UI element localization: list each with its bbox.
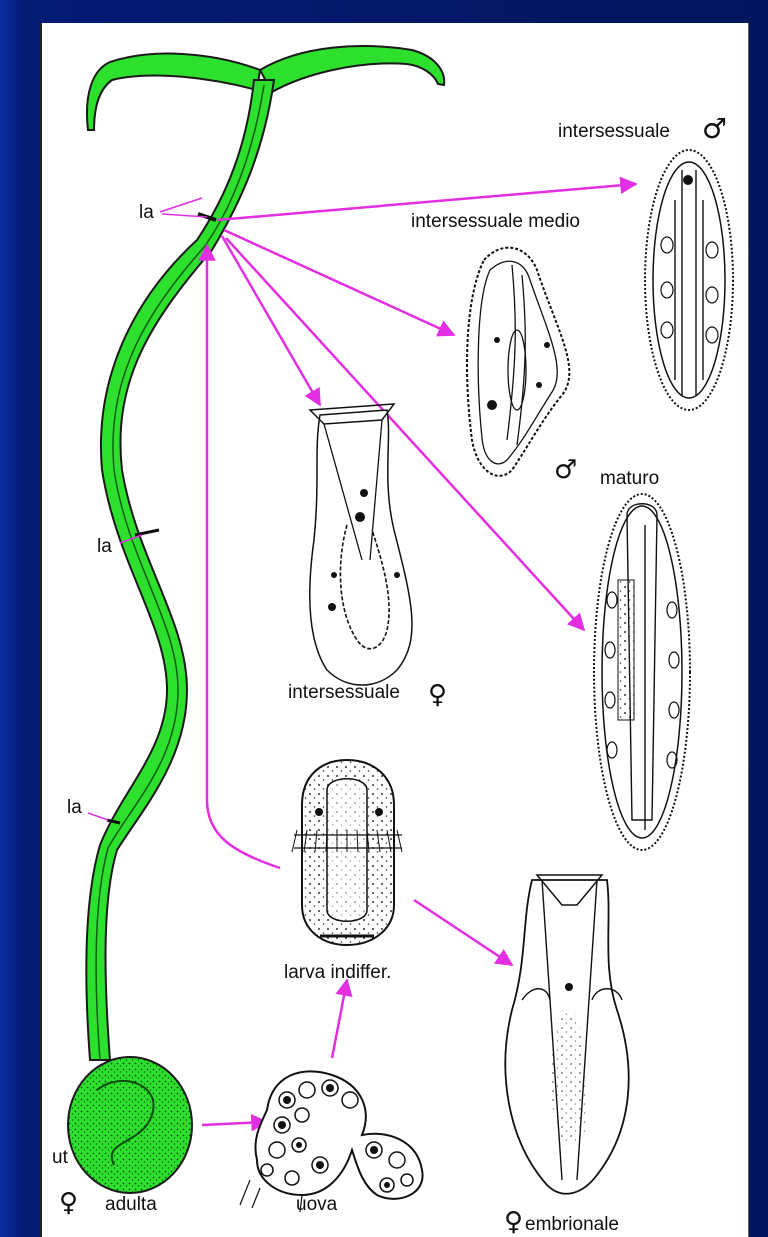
- intersex-female-larva: [310, 404, 412, 685]
- label-uova: uova: [296, 1194, 338, 1215]
- male-symbol-maturo: ♂: [554, 455, 577, 485]
- eggs-cluster: [240, 1071, 423, 1212]
- mature-male: [594, 494, 690, 850]
- label-adulta: adulta: [105, 1194, 157, 1215]
- figure-panel: la la la ut ♀ adulta uova larva indiffer…: [40, 23, 749, 1237]
- leader-la-lower: [88, 813, 108, 820]
- embryonic-female: [505, 875, 628, 1194]
- female-symbol-intersessuale: ♀: [428, 680, 447, 710]
- female-symbol-adult: ♀: [59, 1188, 78, 1218]
- proboscis-left-arm: [87, 54, 260, 130]
- intersex-medio-larva: [467, 248, 569, 476]
- adult-body-sac: [68, 1057, 192, 1193]
- arrow-to-intersex-medio: [224, 230, 454, 335]
- label-larva-indiffer: larva indiffer.: [284, 962, 391, 983]
- undifferentiated-larva: [292, 760, 402, 945]
- label-ut: ut: [52, 1147, 69, 1168]
- intersex-male-larva: [645, 150, 733, 410]
- label-embrionale: embrionale: [525, 1214, 619, 1235]
- label-intersessuale-female: intersessuale: [288, 682, 400, 703]
- male-symbol-intersessuale: ♂: [702, 112, 727, 145]
- life-cycle-diagram: la la la ut ♀ adulta uova larva indiffer…: [42, 23, 748, 1237]
- label-intersessuale-medio: intersessuale medio: [411, 211, 580, 232]
- label-la-lower: la: [67, 797, 82, 818]
- label-maturo: maturo: [600, 468, 659, 489]
- arrow-adult-to-eggs: [202, 1122, 267, 1125]
- arrow-larva-to-proboscis: [207, 245, 280, 868]
- label-la-middle: la: [97, 536, 112, 557]
- female-symbol-embrionale: ♀: [504, 1207, 523, 1237]
- trunk-center-line: [96, 85, 264, 1060]
- leader-la-top: [160, 198, 202, 212]
- arrow-eggs-to-larva: [332, 980, 347, 1058]
- proboscis-right-arm: [260, 46, 444, 92]
- label-la-top: la: [139, 202, 154, 223]
- arrow-larva-to-embryo: [414, 900, 512, 965]
- proboscis-trunk: [86, 80, 274, 1060]
- arrow-to-intersex-female: [222, 236, 320, 405]
- label-intersessuale-male: intersessuale: [558, 121, 670, 142]
